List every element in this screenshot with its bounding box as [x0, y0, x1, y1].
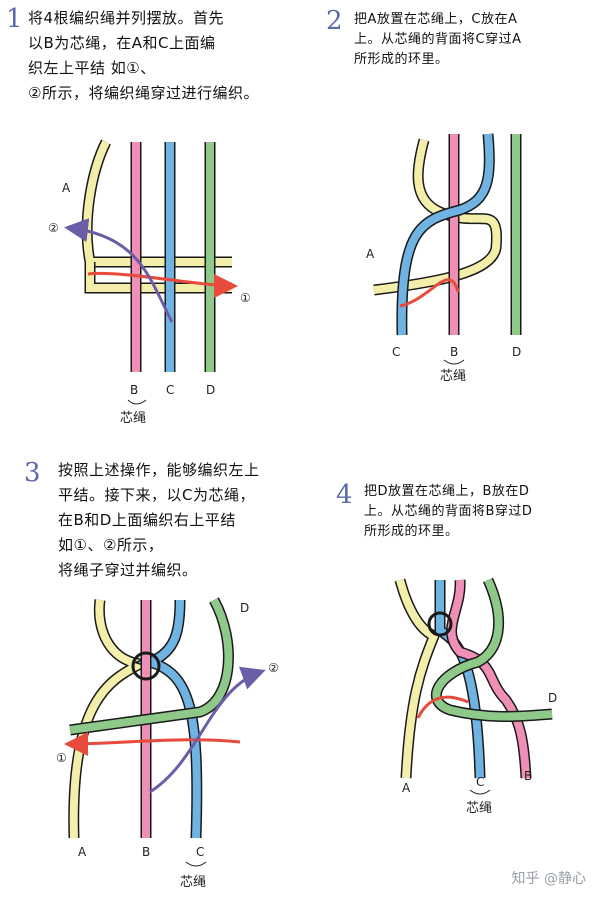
knot: [427, 611, 453, 637]
step-2-text: 把A放置在芯绳上，C放在A 上。从芯绳的背面将C穿过A 所形成的环里。: [354, 12, 522, 67]
label-a: A: [78, 845, 87, 859]
step-4-diagram: D A C B 芯绳: [394, 577, 557, 816]
step-4-panel: 4 把D放置在芯绳上，B放在D 上。从芯绳的背面将B穿过D 所形成的环里。 D …: [330, 440, 600, 900]
arrow-1: [87, 271, 238, 298]
label-a: A: [366, 247, 375, 261]
label-core: 芯绳: [180, 875, 206, 890]
label-b: B: [450, 345, 458, 359]
step-3-text: 按照上述操作，能够编织左上 平结。接下来，以C为芯绳， 在B和D上面编织右上平结…: [58, 461, 260, 579]
label-c: C: [166, 383, 174, 397]
step-1-number: 1: [6, 4, 23, 34]
label-b: B: [524, 769, 532, 783]
watermark: 知乎 @静心: [511, 871, 586, 887]
arrow: [399, 278, 460, 308]
label-d: D: [548, 691, 557, 705]
label-a: A: [62, 181, 71, 195]
label-d: D: [240, 601, 249, 615]
label-c: C: [476, 775, 484, 789]
label-core: 芯绳: [120, 411, 146, 426]
label-arrow-2: ②: [268, 661, 279, 675]
step-2-diagram: A C B D 芯绳: [366, 133, 522, 384]
label-core: 芯绳: [466, 801, 492, 816]
step-1-panel: 1 将4根编织绳并列摆放。首先 以B为芯绳，在A和C上面编 织左上平结 如①、 …: [0, 0, 320, 440]
knot: [131, 651, 161, 681]
label-c: C: [196, 845, 204, 859]
label-arrow-2: ②: [48, 221, 59, 235]
label-d: D: [206, 383, 215, 397]
step-3-number: 3: [24, 458, 41, 488]
label-c: C: [392, 345, 400, 359]
label-b: B: [130, 383, 138, 397]
label-d: D: [512, 345, 521, 359]
step-1-text: 将4根编织绳并列摆放。首先 以B为芯绳，在A和C上面编 织左上平结 如①、 ②所…: [28, 9, 259, 102]
step-4-number: 4: [336, 480, 353, 510]
arrow-2: [149, 666, 266, 794]
label-arrow-1: ①: [56, 751, 67, 765]
arrow: [416, 695, 469, 719]
step-3-panel: 3 按照上述操作，能够编织左上 平结。接下来，以C为芯绳， 在B和D上面编织右上…: [0, 440, 330, 900]
step-1-diagram: A ② ① B C D 芯绳: [48, 139, 251, 426]
arrow-1: [64, 731, 241, 756]
step-2-number: 2: [326, 6, 343, 36]
label-arrow-1: ①: [240, 291, 251, 305]
label-a: A: [402, 781, 411, 795]
step-2-panel: 2 把A放置在芯绳上，C放在A 上。从芯绳的背面将C穿过A 所形成的环里。 A …: [320, 0, 600, 440]
arrow-2: [64, 218, 174, 323]
step-3-diagram: D ② ① A B C 芯绳: [56, 597, 279, 890]
label-b: B: [142, 845, 150, 859]
step-4-text: 把D放置在芯绳上，B放在D 上。从芯绳的背面将B穿过D 所形成的环里。: [364, 484, 533, 539]
label-core: 芯绳: [440, 369, 466, 384]
